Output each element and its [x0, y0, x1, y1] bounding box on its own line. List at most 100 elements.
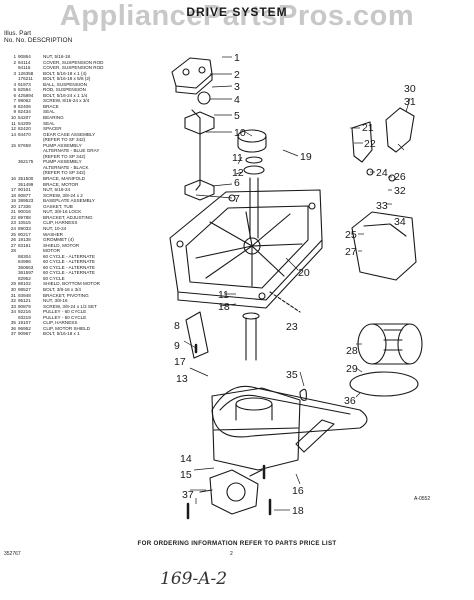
part-description: BRACKET, PIVOTING	[43, 292, 89, 298]
callout-34: 34	[394, 216, 406, 228]
part-illus-number: 7	[13, 98, 16, 104]
part-illus-number: 2	[13, 59, 16, 65]
part-number: 90864	[18, 54, 31, 59]
callout-12: 12	[232, 167, 244, 179]
part-description: (REFER TO SP 342)	[43, 153, 86, 159]
part-number: 362175	[18, 159, 34, 165]
callout-9: 9	[174, 340, 180, 352]
part-number: 19138	[18, 237, 31, 243]
parts-list-row: ALTERNATE - BLACK	[4, 165, 154, 171]
part-number: 425894	[18, 92, 34, 98]
callout-24: 24	[376, 167, 388, 179]
part-number: 361597	[18, 270, 34, 276]
callout-6: 6	[234, 177, 240, 189]
part-description: BALL, SUSPENSION	[43, 81, 87, 87]
part-description: 60 CYCLE - ALTERNATE	[43, 253, 95, 259]
part-illus-number: 28	[10, 248, 16, 254]
callout-4: 4	[234, 94, 240, 106]
part-description: GASKET, TUB	[43, 203, 73, 209]
drive-belt-drawing	[211, 385, 368, 438]
part-number: 94470	[18, 131, 31, 137]
callout-18: 18	[218, 301, 230, 313]
adjusting-bracket-drawing	[351, 121, 373, 163]
ordering-footer: FOR ORDERING INFORMATION REFER TO PARTS …	[137, 540, 337, 547]
part-illus-number: 16	[10, 176, 16, 182]
part-illus-number: 29	[10, 281, 16, 287]
callout-28: 28	[346, 345, 358, 357]
parts-list-row: 362175 PUMP ASSEMBLY	[4, 159, 154, 165]
part-description: BOLT, 5/16-18 x 5/8 (2)	[43, 76, 91, 82]
callout-3: 3	[234, 81, 240, 93]
part-number: 83181	[18, 242, 31, 248]
motor-drawing	[357, 323, 423, 365]
part-description: BOLT, 5/16-24 x 1 1/4	[43, 92, 88, 98]
part-description: BASEPLATE ASSEMBLY	[43, 198, 95, 204]
page-number: 2	[230, 551, 233, 557]
part-description: CLIP, MOTOR SHIELD	[43, 325, 91, 331]
header-col1: Illus. Part	[4, 30, 32, 37]
callout-10: 10	[234, 127, 246, 139]
callout-25: 25	[345, 229, 357, 241]
part-description: COVER, SUSPENSION ROD	[43, 65, 104, 71]
part-number: 95121	[18, 298, 31, 304]
part-description: NUT, 5/16-24	[43, 187, 71, 193]
part-description: PUMP ASSEMBLY	[43, 159, 82, 165]
callout-36: 36	[344, 395, 356, 407]
callout-8: 8	[174, 320, 180, 332]
part-description: BOLT, 3/8-16 x 3/4	[43, 286, 81, 292]
part-number: 93948	[18, 292, 31, 298]
callout-26: 26	[394, 171, 406, 183]
part-number: 89788	[18, 214, 31, 220]
part-illus-number: 20	[10, 203, 16, 209]
part-number: 96952	[18, 325, 31, 331]
part-number: 88304	[18, 253, 31, 259]
part-illus-number: 1	[13, 54, 16, 59]
page-title: DRIVE SYSTEM	[186, 5, 288, 19]
part-description: COVER, SUSPENSION ROD	[43, 59, 104, 65]
part-description: PULLEY - 60 CYCLE	[43, 309, 87, 315]
part-illus-number: 33	[10, 303, 16, 309]
part-illus-number: 4	[13, 81, 16, 87]
part-illus-number: 24	[10, 225, 16, 231]
callout-37: 37	[182, 489, 194, 501]
harness-clip-drawing	[299, 388, 307, 401]
part-description: BEARING	[43, 115, 64, 121]
shaft-drawing	[249, 177, 259, 239]
part-number: 84996	[18, 259, 31, 265]
part-number: 82406	[18, 103, 31, 109]
part-illus-number: 17	[10, 187, 16, 193]
callout-21: 21	[362, 122, 374, 134]
part-number: 87659	[18, 142, 31, 148]
callout-22: 22	[364, 138, 376, 150]
part-description: MOTOR	[43, 248, 61, 254]
part-number: 82434	[18, 109, 31, 115]
suspension-rod-drawing	[191, 109, 201, 191]
callout-11b: 11	[218, 289, 229, 301]
part-number: 90101	[18, 187, 31, 193]
callout-32: 32	[394, 185, 406, 197]
callout-15: 15	[180, 469, 192, 481]
callout-7: 7	[234, 193, 240, 205]
part-description: SHIELD, MOTOR	[43, 242, 80, 248]
part-description: PUMP ASSEMBLY	[43, 142, 82, 148]
callout-19: 19	[300, 151, 312, 163]
watermark: AppliancePartsPros.com	[59, 0, 415, 32]
part-description: NUT, 3/8-16	[43, 298, 68, 304]
